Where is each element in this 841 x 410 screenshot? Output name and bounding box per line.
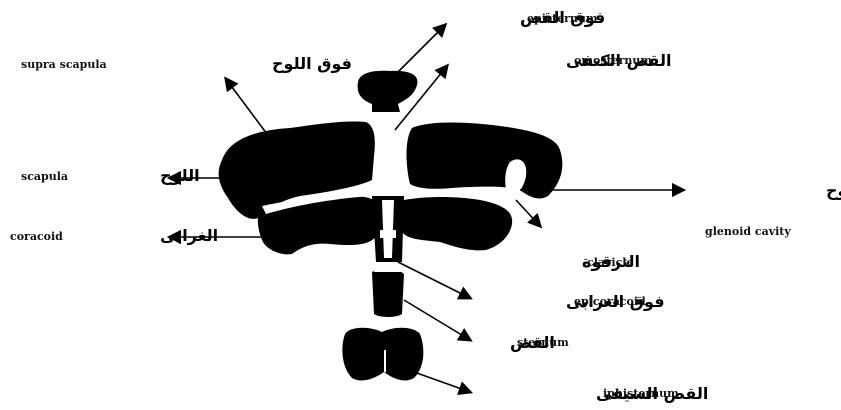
coracoid-arabic: الغرابى <box>160 226 218 245</box>
label-coracoid: coracoid الغرابى <box>10 226 218 245</box>
glenoid-arabic: التجويف الاروح <box>826 181 841 200</box>
epicoracoid-english: epicoracoid <box>574 295 646 308</box>
label-sternum: القص sternum <box>510 333 569 352</box>
label-epicoracoid: فوق الغرابى epicoracoid <box>566 292 665 311</box>
label-glenoid: التجويف الاروح glenoid cavity <box>705 181 841 238</box>
label-omosternum: القص الكتفى omosternum <box>566 51 671 70</box>
label-episternum: فوق القص episternum <box>520 8 605 27</box>
right-scapula-bone <box>407 123 563 199</box>
label-scapula: scapula اللوح <box>21 166 200 185</box>
xiphisternum-english: iphisternum <box>603 387 679 400</box>
xiphisternum-bone <box>342 328 423 381</box>
glenoid-english: glenoid cavity <box>705 225 791 238</box>
sternum-english: sternum <box>517 336 569 349</box>
episternum-english: episternum <box>527 12 598 25</box>
coracoid-english: coracoid <box>10 230 63 243</box>
label-clavicle: الترقوة clavicle <box>582 252 640 271</box>
supra-scapula-arabic: فوق اللوح <box>272 54 352 73</box>
clavicle-english: clavicle <box>587 256 633 269</box>
scapula-arabic: اللوح <box>160 166 200 185</box>
scapula-english: scapula <box>21 170 68 183</box>
episternum-bone <box>358 71 418 112</box>
supra-scapula-english: supra scapula <box>21 58 107 71</box>
right-coracoid-bone <box>399 197 512 250</box>
omosternum-english: omosternum <box>574 54 652 67</box>
label-supra-scapula: supra scapula فوق اللوح <box>21 54 352 73</box>
label-xiphisternum: القص السيفى iphisternum <box>596 384 708 403</box>
sternum-bone <box>372 269 404 317</box>
